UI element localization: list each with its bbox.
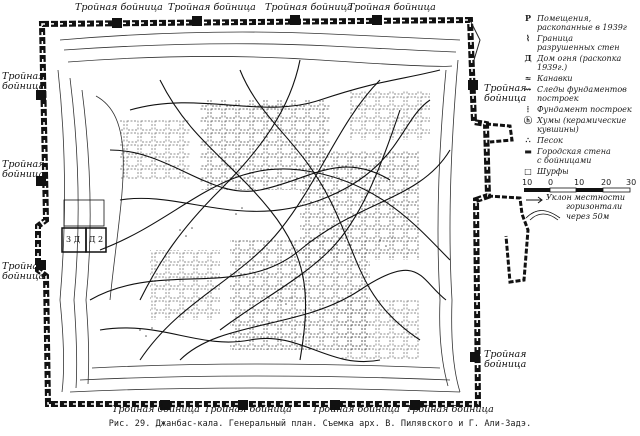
- loophole-label-left-3: Тройная бойница: [2, 261, 45, 282]
- legend-symbol-icon: ≈: [524, 73, 532, 83]
- scale-tick-label: 30: [626, 178, 637, 187]
- legend-symbol-icon: ∴: [525, 135, 531, 145]
- loophole-label-right-1: Тройная бойница: [484, 83, 527, 104]
- scale-tick-label: 10: [522, 178, 533, 187]
- slope-arrow-icon: [526, 196, 543, 204]
- contour-sample-icon: [525, 210, 561, 221]
- loophole-label-right-2: Тройная бойница: [484, 349, 527, 370]
- legend-symbol-icon: ▬: [524, 146, 532, 156]
- loophole-label-top-2: Тройная бойница: [168, 2, 256, 13]
- loophole-label-bottom-2: Тройная бойница: [204, 404, 292, 415]
- scale-tick-label: 10: [574, 178, 585, 187]
- legend-text: Канавки: [537, 74, 573, 83]
- scale-bar: [524, 187, 631, 193]
- legend-item: □ Шурфы: [522, 166, 638, 177]
- city-wall: [35, 15, 530, 410]
- loophole-label-top-1: Тройная бойница: [75, 2, 163, 13]
- legend-text: Шурфы: [537, 167, 569, 176]
- legend-symbol-icon: Р: [524, 13, 531, 23]
- contour-interval-label: горизонтали через 50м: [566, 202, 623, 221]
- map-legend: Р Помещения, раскопанные в 1939г ⌇ Граница …: [522, 14, 638, 178]
- legend-text: Помещения, раскопанные в 1939г: [537, 14, 627, 32]
- legend-text: Дом огня (раскопка 1939г.): [537, 54, 622, 72]
- legend-item: Д Дом огня (раскопка 1939г.): [522, 53, 638, 73]
- legend-text: Граница разрушенных стен: [537, 34, 620, 52]
- legend-symbol-icon: ⁞: [526, 104, 530, 114]
- loophole-label-left-1: Тройная бойница: [2, 71, 45, 92]
- figure-caption: Рис. 29. Джанбас-кала. Генеральный план.…: [108, 419, 532, 429]
- scale-tick-label: 20: [601, 178, 612, 187]
- foundation-traces: [89, 59, 451, 363]
- loophole-label-top-4: Тройная бойница: [348, 2, 436, 13]
- legend-item: ⁞ Фундамент построек: [522, 104, 638, 115]
- room-label-d2: Д 2: [89, 235, 104, 244]
- legend-symbol-icon: □: [524, 166, 532, 176]
- legend-item: ∴ Песок: [522, 135, 638, 146]
- legend-symbol-icon: ⇝: [524, 84, 532, 94]
- legend-text: Следы фундаментов построек: [537, 85, 627, 103]
- legend-text: Песок: [537, 136, 563, 145]
- legend-item: ⌇ Граница разрушенных стен: [522, 33, 638, 53]
- loophole-label-bottom-3: Тройная бойница: [312, 404, 400, 415]
- legend-item: ⇝ Следы фундаментов построек: [522, 84, 638, 104]
- legend-symbol-icon: ⌇: [526, 33, 530, 43]
- legend-text: Городская стена с бойницами: [537, 147, 611, 165]
- contour-lines: [57, 31, 461, 393]
- legend-item: Р Помещения, раскопанные в 1939г: [522, 13, 638, 33]
- loophole-label-bottom-1: Тройная бойница: [112, 404, 200, 415]
- legend-item: ▬ Городская стена с бойницами: [522, 146, 638, 166]
- legend-symbol-icon: ⓗ: [524, 115, 532, 125]
- legend-item: ≈ Канавки: [522, 73, 638, 84]
- legend-symbol-icon: Д: [524, 53, 532, 63]
- fire-house-rooms: [61, 199, 107, 253]
- scale-tick-label: 0: [548, 178, 554, 187]
- loophole-label-bottom-4: Тройная бойница: [406, 404, 494, 415]
- legend-item: ⓗ Хумы (керамические кувшины): [522, 115, 638, 135]
- loophole-label-left-2: Тройная бойница: [2, 159, 45, 180]
- slope-label: Уклон местности: [546, 193, 626, 202]
- legend-text: Фундамент построек: [537, 105, 632, 114]
- sand-areas: [139, 207, 393, 337]
- loophole-label-top-3: Тройная бойница: [265, 2, 353, 13]
- legend-text: Хумы (керамические кувшины): [537, 116, 627, 134]
- building-foundations: [120, 90, 430, 360]
- room-label-3d: 3 Д: [66, 235, 81, 244]
